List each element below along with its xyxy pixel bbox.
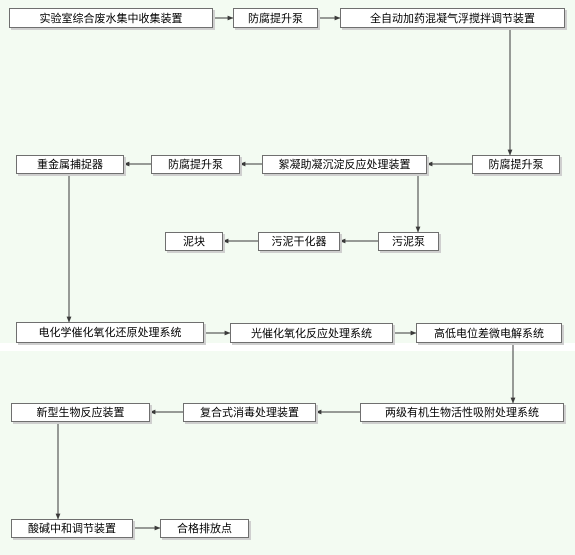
node-collection-device: 实验室综合废水集中收集装置 [9, 8, 213, 28]
node-neutralization-device: 酸碱中和调节装置 [11, 519, 133, 538]
node-disinfection-device: 复合式消毒处理装置 [183, 403, 316, 422]
node-sludge-pump: 污泥泵 [378, 232, 439, 251]
node-bioreactor-device: 新型生物反应装置 [11, 403, 150, 422]
node-photocatalytic-system: 光催化氧化反应处理系统 [230, 323, 393, 343]
node-micro-electrolysis-system: 高低电位差微电解系统 [416, 323, 562, 343]
node-anticorrosion-pump-2: 防腐提升泵 [151, 155, 240, 174]
node-discharge-point: 合格排放点 [160, 519, 249, 538]
node-auto-dosing-device: 全自动加药混凝气浮搅拌调节装置 [340, 8, 565, 28]
node-sludge-dryer: 污泥干化器 [258, 232, 340, 251]
node-flocculation-device: 絮凝助凝沉淀反应处理装置 [262, 155, 427, 174]
node-anticorrosion-pump-1: 防腐提升泵 [233, 8, 318, 28]
node-heavy-metal-catcher: 重金属捕捉器 [16, 155, 124, 174]
node-electrochemical-system: 电化学催化氧化还原处理系统 [16, 322, 204, 343]
node-bio-adsorption-system: 两级有机生物活性吸附处理系统 [360, 403, 564, 422]
node-anticorrosion-pump-3: 防腐提升泵 [472, 155, 560, 174]
node-sludge-cake: 泥块 [165, 232, 223, 251]
